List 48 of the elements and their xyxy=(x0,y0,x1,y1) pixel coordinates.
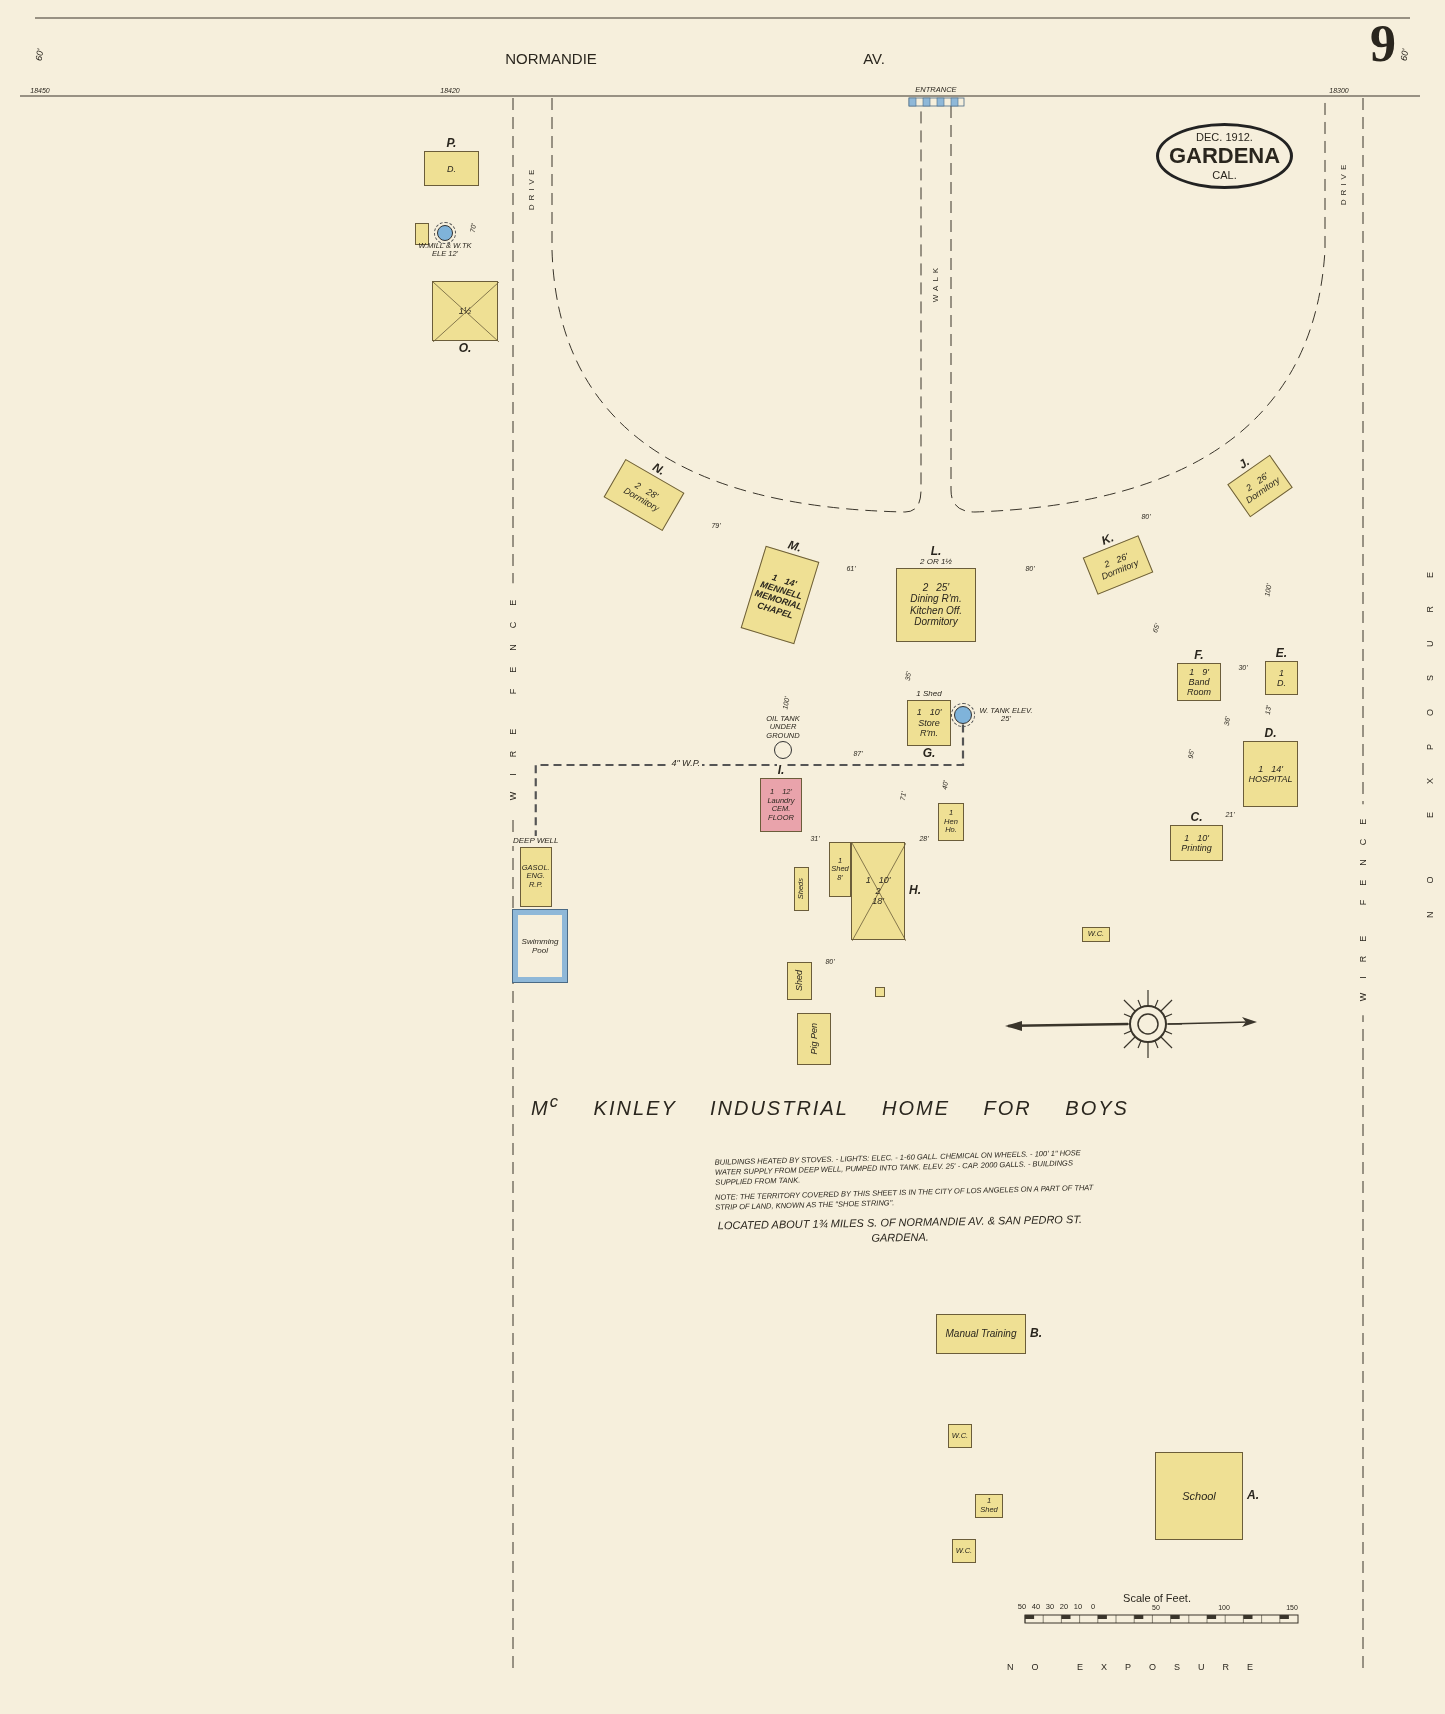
building-label: Dining R'm. Kitchen Off. Dormitory xyxy=(908,593,964,628)
water-pipe xyxy=(534,724,965,836)
building-label: 1 xyxy=(771,571,779,583)
building-label: Store R'm. xyxy=(917,717,941,739)
street-name: NORMANDIE xyxy=(505,50,597,66)
building-label: Manual Training xyxy=(945,1328,1017,1340)
building-label: 10' xyxy=(1197,832,1209,844)
building-label: 10' xyxy=(878,875,891,886)
building-label: 25' xyxy=(936,582,950,594)
edge-label: 4" W.P. xyxy=(669,759,703,768)
location-note: LOCATED ABOUT 1¾ MILES S. OF NORMANDIE AV. & SAN PEDRO ST. GARDENA. xyxy=(716,1212,1084,1246)
building-label: 1½ xyxy=(458,305,472,317)
place-name: GARDENA xyxy=(1168,143,1281,169)
building-label: 10' xyxy=(929,707,942,718)
street-width: 60' xyxy=(1399,48,1411,62)
building-label: 18' xyxy=(872,896,884,907)
building-label: Printing xyxy=(1181,843,1212,854)
map-title: M$^{c}$ KINLEY INDUSTRIAL HOME FOR BOYS xyxy=(531,1094,1129,1118)
date-label: DEC. 1912. xyxy=(1196,130,1253,144)
building-label: 1 xyxy=(865,875,871,886)
building-label: 1 xyxy=(1189,666,1195,677)
street-name: AV. xyxy=(863,50,885,66)
scale-title: Scale of Feet. xyxy=(1123,1592,1191,1604)
building-label: Pig Pen xyxy=(808,1023,820,1055)
building-letter: G. xyxy=(921,746,937,760)
building-label: 2 xyxy=(875,885,881,897)
building-label: D. xyxy=(447,163,456,174)
building-label: 1 xyxy=(1279,667,1284,679)
building-label: DEEP WELL xyxy=(512,837,560,846)
building-label: 1 xyxy=(1184,832,1190,844)
building-label: 2 xyxy=(922,582,929,594)
building-label: 1 Shed xyxy=(915,690,943,699)
building-label: Shed xyxy=(794,970,805,992)
building-label: 9' xyxy=(1202,666,1209,677)
building-label: 1 xyxy=(916,707,922,718)
building-label: D. xyxy=(1277,678,1286,689)
building-label: 2 xyxy=(633,480,643,492)
building-label: Swimming Pool xyxy=(520,936,560,956)
building-label: Band Room xyxy=(1186,677,1212,698)
building-label: 14' xyxy=(1271,763,1283,775)
fence-label: WIRE FENCE xyxy=(1358,804,1368,1016)
sheet-number: 9 xyxy=(1370,18,1396,70)
building-label: 2 OR 1½ xyxy=(919,558,953,567)
building-label: HOSPITAL xyxy=(1248,774,1293,785)
building-label: School xyxy=(1182,1489,1216,1503)
street-width: 60' xyxy=(34,48,46,62)
building-label: 1 xyxy=(1258,763,1264,775)
date-label: CAL. xyxy=(1212,168,1237,182)
